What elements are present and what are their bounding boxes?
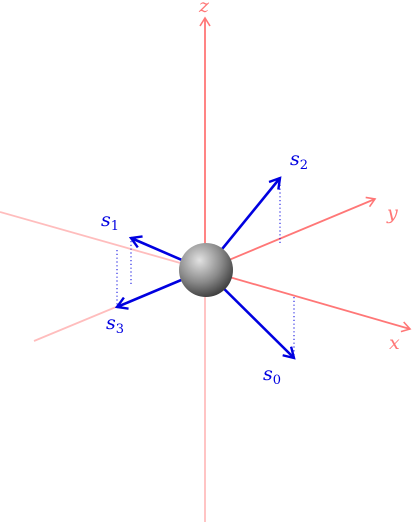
x-axis — [204, 269, 412, 333]
z-axis-label: z — [198, 0, 210, 17]
vector-s0-label: s0 — [263, 363, 281, 388]
vector-s3-label: s3 — [106, 312, 124, 337]
vector-s2-label: s2 — [290, 148, 308, 173]
central-sphere — [179, 243, 233, 297]
y-axis-label: y — [386, 202, 398, 224]
vector-s1-label: s1 — [101, 209, 119, 234]
x-axis-label: x — [389, 332, 400, 354]
y-axis-negative — [0, 211, 206, 271]
y-axis — [204, 196, 377, 271]
